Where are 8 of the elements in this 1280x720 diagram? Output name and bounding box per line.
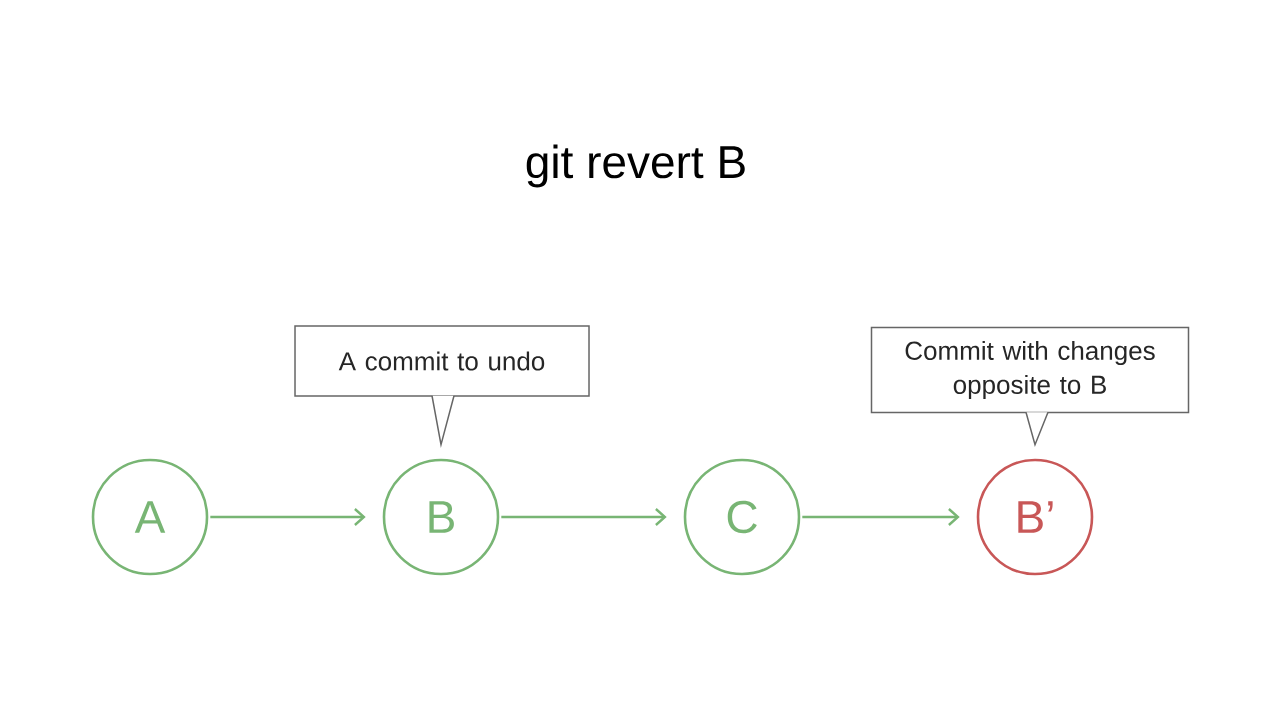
callout-box: A commit to undo	[294, 325, 590, 397]
title: git revert B	[526, 144, 745, 188]
arrow	[210, 508, 366, 526]
callout-box: Commit with changes opposite to B	[870, 326, 1190, 414]
arrow	[802, 508, 960, 526]
arrow	[501, 508, 667, 526]
callout-pointer	[431, 395, 455, 449]
callout-pointer	[1025, 411, 1049, 448]
